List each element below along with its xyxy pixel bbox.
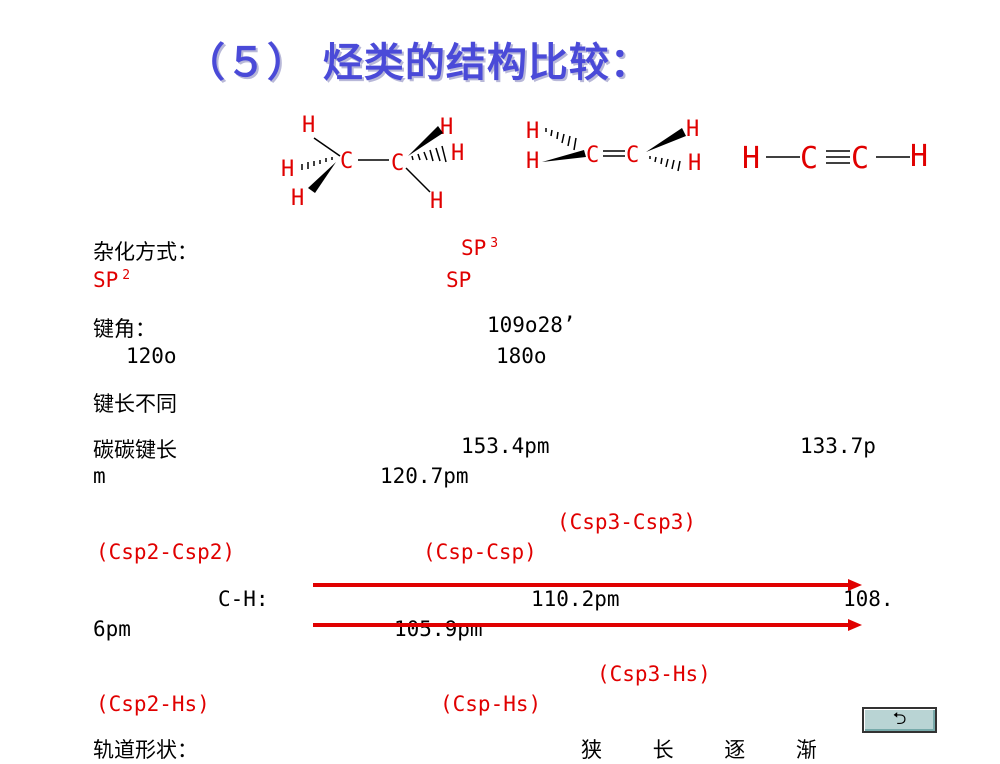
hashed-wedge-bond [301,157,333,170]
bond-line [313,137,341,157]
bond-angle-sp: 180o [496,344,547,368]
wedge-bond [542,150,586,162]
atom-label: H [526,119,539,144]
atom-label: H [430,189,443,214]
ethylene-structure: H H C C H H [526,117,701,176]
ch-bond-sp3: 110.2pm [531,587,620,611]
cc-bond-sp: 120.7pm [380,464,469,488]
hashed-wedge-bond [545,128,577,151]
cc-type-sp2: (Csp2-Csp2) [96,540,236,564]
ch-bond-sp2-part: 6pm [93,617,131,641]
orbital-shape-label: 轨道形状： [93,738,198,762]
atom-label: C [586,143,599,168]
bond-line [405,167,431,193]
page-title: （５） 烃类的结构比较： [185,40,651,86]
atom-label: H [440,115,453,140]
trend-arrow [313,579,862,591]
cc-bond-label: 碳碳键长 [93,438,177,462]
atom-label: H [451,141,464,166]
return-arrow-icon: ⮌ [892,708,907,729]
atom-label: H [302,113,315,138]
atom-label: H [688,151,701,176]
bond-length-heading: 键长不同 [93,392,177,416]
cc-type-sp3: (Csp3-Csp3) [557,510,697,534]
acetylene-structure: H C C H [742,139,928,176]
atom-label: C [626,143,639,168]
atom-label: H [526,149,539,174]
atom-label: C [800,141,818,176]
ch-bond-sp2-part: 108. [843,587,894,611]
orbital-trend-text: 狭 长 逐 渐 [581,738,817,762]
atom-label: C [391,151,404,176]
ch-bond-sp: 105.9pm [394,617,483,641]
bond-angle-sp2: 120o [126,344,177,368]
atom-label: H [742,141,760,176]
cc-bond-sp2-part: m [93,464,106,488]
trend-arrow [313,619,862,631]
hybridization-label: 杂化方式： [93,240,198,264]
cc-type-sp: (Csp-Csp) [423,540,537,564]
hashed-wedge-bond [411,145,447,163]
trend-arrows [313,579,862,631]
bond-angle-sp3: 109o28’ [487,313,576,337]
wedge-bond [408,126,443,156]
cc-bond-sp3: 153.4pm [461,434,550,458]
ch-type-sp: (Csp-Hs) [440,692,542,716]
ethane-structure: H H H C C H H H [281,113,464,214]
atom-label: H [686,117,699,142]
bond-angle-label: 键角： [93,317,156,341]
ch-type-sp3: (Csp3-Hs) [597,662,711,686]
return-button[interactable]: ⮌ [862,707,937,733]
cc-bond-sp2-part: 133.7p [800,434,876,458]
wedge-bond [646,128,686,152]
atom-label: H [910,139,928,174]
atom-label: H [291,186,304,211]
ch-type-sp2: (Csp2-Hs) [96,692,210,716]
atom-label: C [851,141,869,176]
hybrid-sp: SP [446,268,472,292]
wedge-bond [308,162,336,193]
molecule-structures: .atom{font-family:"DejaVu Sans Mono",mon… [281,113,928,214]
atom-label: H [281,157,294,182]
ch-bond-label: C-H: [218,587,269,611]
hashed-wedge-bond [649,156,681,172]
atom-label: C [340,149,353,174]
